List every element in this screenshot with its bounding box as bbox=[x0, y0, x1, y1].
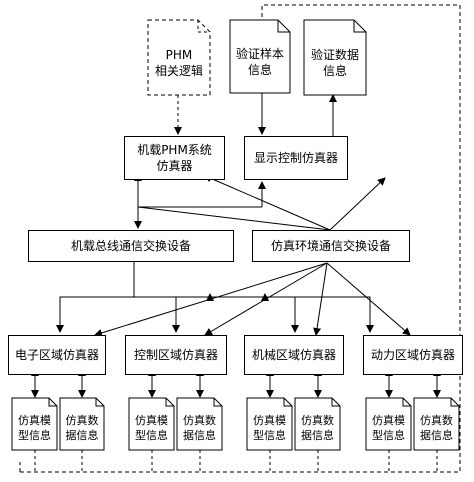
validation-sample-doc-shape bbox=[229, 19, 291, 94]
model-info-3: 仿真模 型信息 bbox=[253, 414, 286, 442]
region-simulator-electronic: 电子区域仿真器 bbox=[8, 335, 106, 375]
validation-data-doc: 验证数据 信息 bbox=[310, 48, 359, 78]
validation-data-doc-shape bbox=[303, 19, 367, 96]
region-simulator-power: 动力区域仿真器 bbox=[363, 335, 463, 375]
display-control-simulator: 显示控制仿真器 bbox=[244, 136, 348, 180]
model-info-4: 仿真模 型信息 bbox=[372, 414, 405, 442]
airborne-bus-switch: 机载总线通信交换设备 bbox=[28, 230, 234, 262]
sim-env-switch: 仿真环境通信交换设备 bbox=[252, 230, 410, 262]
data-info-4: 仿真数 据信息 bbox=[420, 414, 453, 442]
info-dashed-connectors bbox=[34, 450, 438, 472]
data-info-1: 仿真数 据信息 bbox=[65, 414, 99, 442]
region-simulator-control: 控制区域仿真器 bbox=[125, 335, 227, 375]
phm-logic-doc-shape bbox=[147, 19, 211, 96]
airborne-phm-simulator: 机载PHM系统 仿真器 bbox=[124, 136, 225, 180]
data-info-3: 仿真数 据信息 bbox=[301, 414, 334, 442]
model-info-2: 仿真模 型信息 bbox=[135, 414, 168, 442]
model-info-1: 仿真模 型信息 bbox=[18, 414, 51, 442]
info-doc-shapes bbox=[11, 397, 460, 451]
phm-logic-doc: PHM 相关逻辑 bbox=[154, 48, 203, 78]
data-info-2: 仿真数 据信息 bbox=[183, 414, 216, 442]
validation-sample-doc: 验证样本 信息 bbox=[235, 47, 284, 77]
dashed-return-line bbox=[20, 4, 461, 473]
region-simulator-mechanical: 机械区域仿真器 bbox=[244, 335, 344, 375]
